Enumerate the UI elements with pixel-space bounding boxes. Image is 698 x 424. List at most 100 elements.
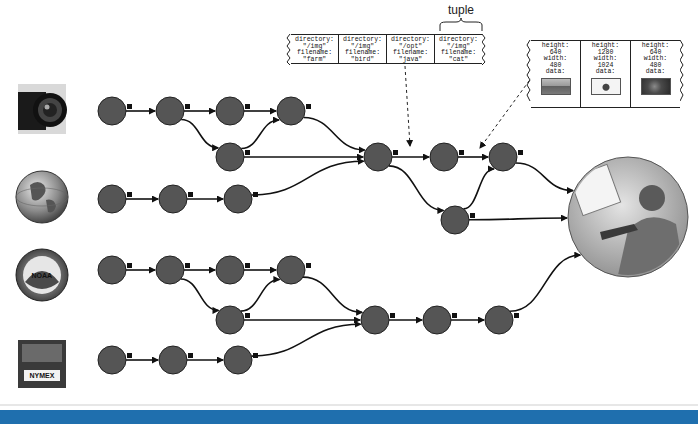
operator-circle: [98, 185, 126, 213]
stream-arrow: [469, 218, 567, 220]
tuple-field: directory: "/img" filename: "bird": [340, 37, 385, 63]
image-thumbnail: [641, 78, 671, 95]
port-marker: [390, 313, 395, 318]
port-marker: [253, 353, 258, 358]
tuple-table: directory: "/img" filename: "farm"direct…: [291, 34, 482, 64]
operator-circle: [224, 346, 252, 374]
operator-circle: [98, 97, 126, 125]
operator-circle: [216, 256, 244, 284]
stream-arrow: [241, 280, 280, 312]
torn-edge: [527, 40, 530, 101]
tuple-field: height: 640 width: 480 data:: [639, 43, 672, 76]
port-marker: [245, 150, 250, 155]
port-marker: [253, 192, 258, 197]
port-marker: [245, 263, 250, 268]
operator-circle: [216, 97, 244, 125]
operator-circle: [216, 143, 244, 171]
stream-arrow: [184, 269, 215, 271]
stream-arrow: [184, 110, 215, 112]
stream-arrow: [463, 169, 493, 209]
torn-edge: [482, 34, 485, 65]
tuple-cell: directory: "/img" filename: "cat": [434, 35, 482, 63]
stream-arrow: [392, 156, 429, 158]
analyst-photo: [568, 157, 688, 284]
port-marker: [245, 313, 250, 318]
torn-edge: [287, 34, 290, 65]
stream-arrow: [244, 269, 276, 271]
port-marker: [514, 313, 519, 318]
tuple-cell: height: 640 width: 480 data:: [630, 41, 680, 107]
tuple-field: directory: "/img" filename: "cat": [436, 37, 481, 63]
operator-circle: [98, 346, 126, 374]
operator-circle: [277, 97, 305, 125]
operator-circle: [441, 206, 469, 234]
stream-arrow: [181, 279, 219, 310]
stream-arrow: [244, 110, 276, 112]
stream-arrow: [126, 359, 158, 361]
operator-circle: [159, 346, 187, 374]
port-marker: [127, 353, 132, 358]
port-marker: [127, 263, 132, 268]
stream-arrow: [516, 163, 573, 191]
port-marker: [306, 263, 311, 268]
tuple-field: height: 640 width: 480 data:: [539, 43, 572, 76]
globe-icon: [16, 171, 68, 223]
stream-arrow: [389, 166, 444, 211]
port-marker: [185, 263, 190, 268]
leader-line: [405, 66, 410, 146]
tuple-cell: directory: "/opt" filename: "java": [386, 35, 434, 63]
stream-graph: [98, 97, 580, 374]
operator-circle: [224, 185, 252, 213]
stream-arrow: [187, 359, 223, 361]
stream-arrow: [187, 198, 223, 200]
port-marker: [127, 192, 132, 197]
tuple-cell: height: 640 width: 480 data:: [531, 41, 580, 107]
rule: [0, 405, 698, 406]
operator-circle: [430, 143, 458, 171]
stream-arrow: [458, 156, 488, 158]
tuple-field: height: 1280 width: 1024 data:: [589, 43, 622, 76]
operator-circle: [156, 97, 184, 125]
operator-circle: [156, 256, 184, 284]
port-marker: [245, 104, 250, 109]
port-marker: [470, 213, 475, 218]
operator-circle: [159, 185, 187, 213]
port-marker: [393, 150, 398, 155]
operator-circle: [423, 306, 451, 334]
footer-bar: [0, 410, 698, 424]
tuple-cell: height: 1280 width: 1024 data:: [580, 41, 630, 107]
callout-label: tuple: [448, 3, 474, 17]
port-marker: [188, 192, 193, 197]
stream-arrow: [126, 110, 155, 112]
camera-icon: [18, 84, 67, 134]
image-thumbnail: [591, 78, 621, 95]
stream-arrow: [241, 120, 279, 149]
logo-text: NOAA: [32, 271, 53, 280]
stream-arrow: [451, 319, 484, 321]
port-marker: [459, 150, 464, 155]
operator-circle: [489, 143, 517, 171]
tuple-table: height: 640 width: 480 data: height: 1280…: [531, 40, 680, 108]
port-marker: [306, 104, 311, 109]
stream-arrow: [126, 269, 155, 271]
stream-arrow: [244, 156, 363, 158]
stream-arrow: [126, 198, 158, 200]
stream-arrow: [181, 120, 218, 148]
noaa-logo: [16, 249, 68, 301]
stream-arrow: [303, 118, 364, 150]
operator-circle: [98, 256, 126, 284]
operator-circle: [364, 143, 392, 171]
port-marker: [185, 104, 190, 109]
nymex-logo: [18, 340, 66, 388]
port-marker: [518, 150, 523, 155]
operator-circle: [485, 306, 513, 334]
stream-arrow: [510, 255, 580, 311]
port-marker: [452, 313, 457, 318]
tuple-cell: directory: "/img" filename: "farm": [291, 35, 338, 63]
stream-arrow: [251, 324, 360, 356]
port-marker: [188, 353, 193, 358]
logo-text: NYMEX: [30, 371, 55, 380]
stream-arrow: [303, 277, 362, 312]
tuple-cell: directory: "/img" filename: "bird": [338, 35, 386, 63]
